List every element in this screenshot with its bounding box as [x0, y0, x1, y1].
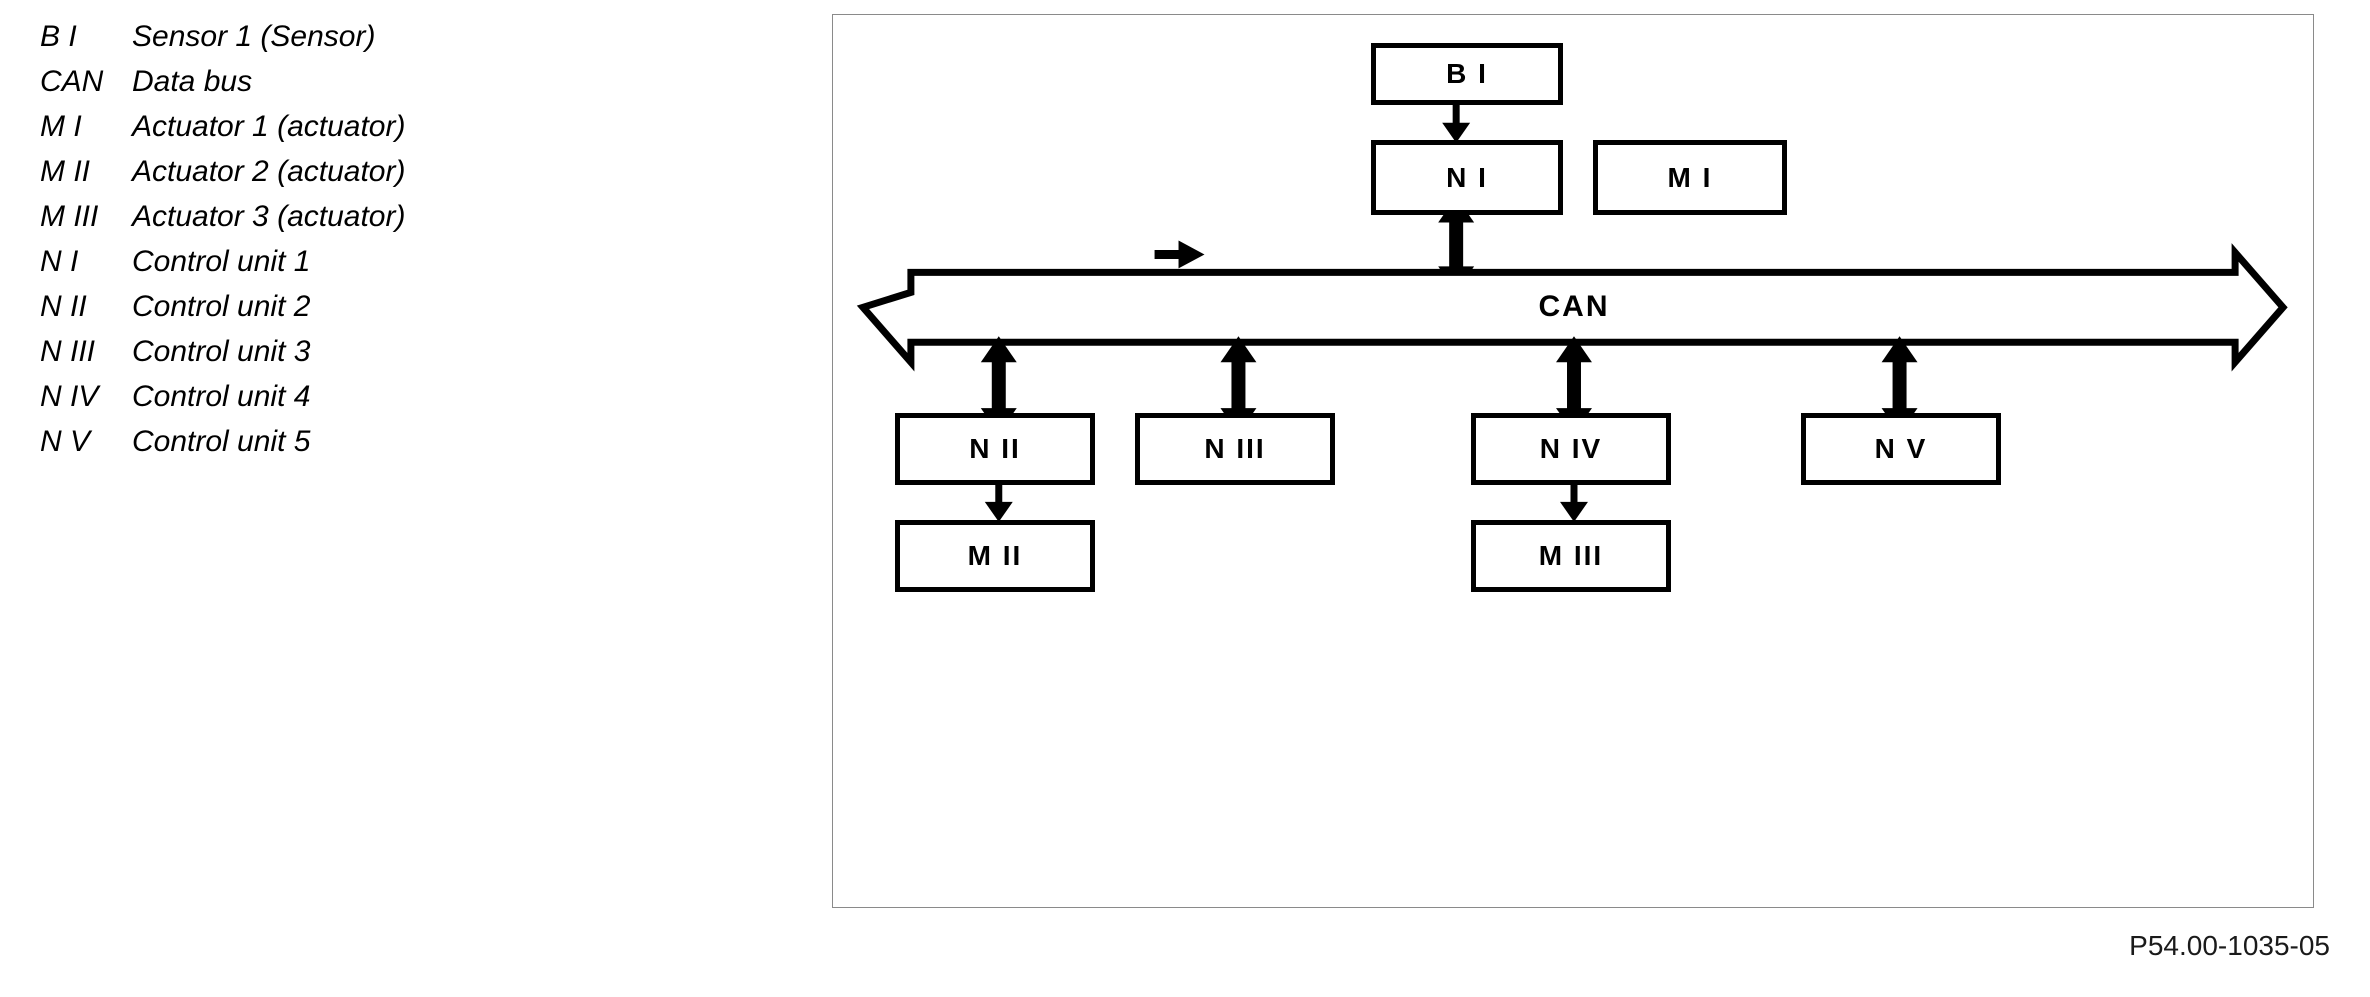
connector-n1-to-m1	[1154, 240, 1205, 269]
list-item: N IV Control unit 4	[40, 374, 560, 419]
legend-label: Control unit 3	[132, 335, 311, 368]
node-control-n5[interactable]: N V	[1801, 413, 2001, 485]
figure-code: P54.00-1035-05	[2129, 930, 2330, 961]
connector-n2-to-m2	[984, 483, 1013, 522]
legend-label: Control unit 2	[132, 290, 311, 323]
legend-label: Actuator 1 (actuator)	[132, 110, 406, 143]
legend-key: M II	[40, 155, 90, 188]
can-bus-arrow	[856, 243, 2288, 372]
legend-label: Actuator 2 (actuator)	[132, 155, 406, 188]
connector-b1-to-n1	[1442, 104, 1471, 143]
legend-key: N V	[40, 425, 91, 458]
legend-key: N IV	[40, 380, 99, 413]
legend-label: Sensor 1 (Sensor)	[132, 20, 376, 53]
list-item: B I Sensor 1 (Sensor)	[40, 14, 560, 59]
node-control-n3[interactable]: N III	[1135, 413, 1335, 485]
list-item: M I Actuator 1 (actuator)	[40, 104, 560, 149]
list-item: M III Actuator 3 (actuator)	[40, 194, 560, 239]
legend-key: M I	[40, 110, 82, 143]
list-item: N III Control unit 3	[40, 329, 560, 374]
legend-key: CAN	[40, 65, 104, 98]
node-actuator-m3[interactable]: M III	[1471, 520, 1671, 592]
can-bus-label: CAN	[1538, 290, 1610, 323]
connector-n4-to-m3	[1560, 483, 1588, 522]
node-control-n2[interactable]: N II	[895, 413, 1095, 485]
legend-list: B I Sensor 1 (Sensor) CAN Data bus M I A…	[40, 14, 560, 464]
legend-label: Control unit 4	[132, 380, 311, 413]
node-sensor-b1[interactable]: B I	[1371, 43, 1563, 105]
list-item: M II Actuator 2 (actuator)	[40, 149, 560, 194]
legend-key: M III	[40, 200, 99, 233]
node-actuator-m2[interactable]: M II	[895, 520, 1095, 592]
list-item: N I Control unit 1	[40, 239, 560, 284]
legend-label: Control unit 1	[132, 245, 311, 278]
node-actuator-m1[interactable]: M I	[1593, 140, 1787, 215]
legend-label: Control unit 5	[132, 425, 311, 458]
list-item: CAN Data bus	[40, 59, 560, 104]
list-item: N V Control unit 5	[40, 419, 560, 464]
legend-label: Actuator 3 (actuator)	[132, 200, 406, 233]
legend-key: B I	[40, 20, 77, 53]
legend-label: Data bus	[132, 65, 253, 98]
node-control-n4[interactable]: N IV	[1471, 413, 1671, 485]
legend-key: N II	[40, 290, 87, 323]
node-control-n1[interactable]: N I	[1371, 140, 1563, 215]
list-item: N II Control unit 2	[40, 284, 560, 329]
legend-key: N I	[40, 245, 79, 278]
legend-key: N III	[40, 335, 96, 368]
diagram-panel: B I N I M I CAN N II N III N IV N V M II…	[832, 14, 2314, 908]
